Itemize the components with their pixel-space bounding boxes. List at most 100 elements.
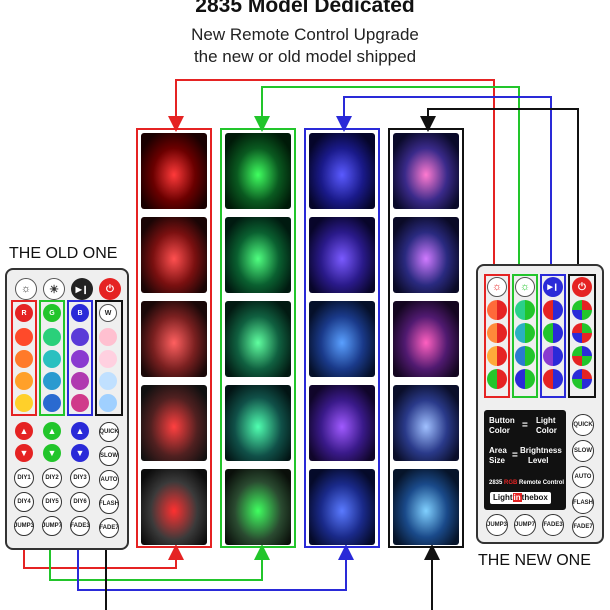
blue-strip-column (304, 128, 380, 548)
strip-photo (393, 301, 459, 377)
color-button[interactable] (515, 323, 535, 343)
color-button[interactable] (15, 328, 33, 346)
old-white-column (95, 300, 123, 416)
brightness-up-button[interactable]: ☼ (487, 277, 507, 297)
arrow-up-icon: ▲ (19, 426, 29, 436)
quick-button[interactable]: QUICK (572, 414, 594, 436)
color-button[interactable] (487, 300, 507, 320)
brightness-down-button[interactable]: ☀ (43, 278, 65, 300)
color-button[interactable] (99, 372, 117, 390)
info-equals: = (512, 450, 518, 461)
color-button[interactable] (71, 328, 89, 346)
green-up-button[interactable]: ▲ (43, 422, 61, 440)
fade3-button[interactable]: FADE3 (70, 516, 90, 536)
color-button[interactable] (515, 300, 535, 320)
new-blue-column (540, 274, 566, 398)
wire-green-top (254, 86, 520, 270)
info-color-label: Color (489, 426, 510, 435)
color-button[interactable] (543, 346, 563, 366)
color-button[interactable] (572, 346, 592, 366)
wire-green-bottom (49, 544, 270, 581)
jump3-button[interactable]: JUMP3 (14, 516, 34, 536)
diy4-button[interactable]: DIY4 (14, 492, 34, 512)
color-button[interactable] (487, 323, 507, 343)
new-remote: ☼ ☼ ▶❙ ⏻ Button Color = Light Color Area… (476, 264, 604, 544)
diy6-button[interactable]: DIY6 (70, 492, 90, 512)
jump7-button[interactable]: JUMP7 (514, 514, 536, 536)
white-button[interactable]: W (99, 304, 117, 322)
color-button[interactable] (515, 346, 535, 366)
blue-up-button[interactable]: ▲ (71, 422, 89, 440)
jump7-button[interactable]: JUMP7 (42, 516, 62, 536)
model-text: 2835 RGB Remote Control (489, 478, 564, 488)
blue-button[interactable]: B (71, 304, 89, 322)
color-button[interactable] (43, 350, 61, 368)
play-pause-button[interactable]: ▶❙ (543, 277, 563, 297)
red-button[interactable]: R (15, 304, 33, 322)
color-button[interactable] (43, 372, 61, 390)
color-button[interactable] (99, 350, 117, 368)
color-button[interactable] (543, 369, 563, 389)
diy2-button[interactable]: DIY2 (42, 468, 62, 488)
sun-dim-icon: ☀ (49, 283, 59, 296)
jump3-button[interactable]: JUMP3 (486, 514, 508, 536)
color-button[interactable] (515, 369, 535, 389)
brightness-down-button[interactable]: ☼ (515, 277, 535, 297)
color-button[interactable] (572, 369, 592, 389)
color-button[interactable] (71, 350, 89, 368)
color-button[interactable] (71, 372, 89, 390)
red-down-button[interactable]: ▼ (15, 444, 33, 462)
strip-photo (141, 301, 207, 377)
color-button[interactable] (99, 328, 117, 346)
color-button[interactable] (71, 394, 89, 412)
flash-button[interactable]: FLASH (99, 494, 119, 514)
color-button[interactable] (572, 300, 592, 320)
brand-in: in (512, 493, 522, 502)
play-pause-button[interactable]: ▶❙ (71, 278, 93, 300)
fade7-button[interactable]: FADE7 (572, 516, 594, 538)
brand-light: Light (493, 493, 513, 502)
brand-logo: Lightinthebox (490, 492, 551, 504)
auto-button[interactable]: AUTO (99, 470, 119, 490)
power-button[interactable]: ⏻ (572, 277, 592, 297)
color-button[interactable] (43, 328, 61, 346)
green-down-button[interactable]: ▼ (43, 444, 61, 462)
color-button[interactable] (543, 300, 563, 320)
diy1-button[interactable]: DIY1 (14, 468, 34, 488)
color-button[interactable] (99, 394, 117, 412)
new-red-column (484, 274, 510, 398)
green-button[interactable]: G (43, 304, 61, 322)
color-button[interactable] (43, 394, 61, 412)
color-button[interactable] (572, 323, 592, 343)
power-icon: ⏻ (106, 283, 114, 295)
color-button[interactable] (15, 394, 33, 412)
old-green-column (39, 300, 65, 416)
arrow-down-icon: ▼ (47, 448, 57, 458)
flash-button[interactable]: FLASH (572, 492, 594, 514)
color-button[interactable] (15, 372, 33, 390)
red-up-button[interactable]: ▲ (15, 422, 33, 440)
fade3-button[interactable]: FADE3 (542, 514, 564, 536)
diy5-button[interactable]: DIY5 (42, 492, 62, 512)
slow-button[interactable]: SLOW (572, 440, 594, 462)
power-button[interactable]: ⏻ (99, 278, 121, 300)
page-title: 2835 Model Dedicated (195, 0, 415, 17)
color-button[interactable] (487, 346, 507, 366)
auto-button[interactable]: AUTO (572, 466, 594, 488)
wire-red-bottom (23, 544, 184, 569)
strip-photo (225, 217, 291, 293)
color-button[interactable] (543, 323, 563, 343)
quick-button[interactable]: QUICK (99, 422, 119, 442)
color-button[interactable] (15, 350, 33, 368)
slow-button[interactable]: SLOW (99, 446, 119, 466)
power-icon: ⏻ (578, 281, 586, 293)
new-black-column (568, 274, 596, 398)
strip-photo (141, 385, 207, 461)
blue-down-button[interactable]: ▼ (71, 444, 89, 462)
diy3-button[interactable]: DIY3 (70, 468, 90, 488)
color-button[interactable] (487, 369, 507, 389)
wire-black-top (420, 108, 579, 270)
brightness-up-button[interactable]: ☼ (15, 278, 37, 300)
fade7-button[interactable]: FADE7 (99, 518, 119, 538)
strip-photo (309, 385, 375, 461)
